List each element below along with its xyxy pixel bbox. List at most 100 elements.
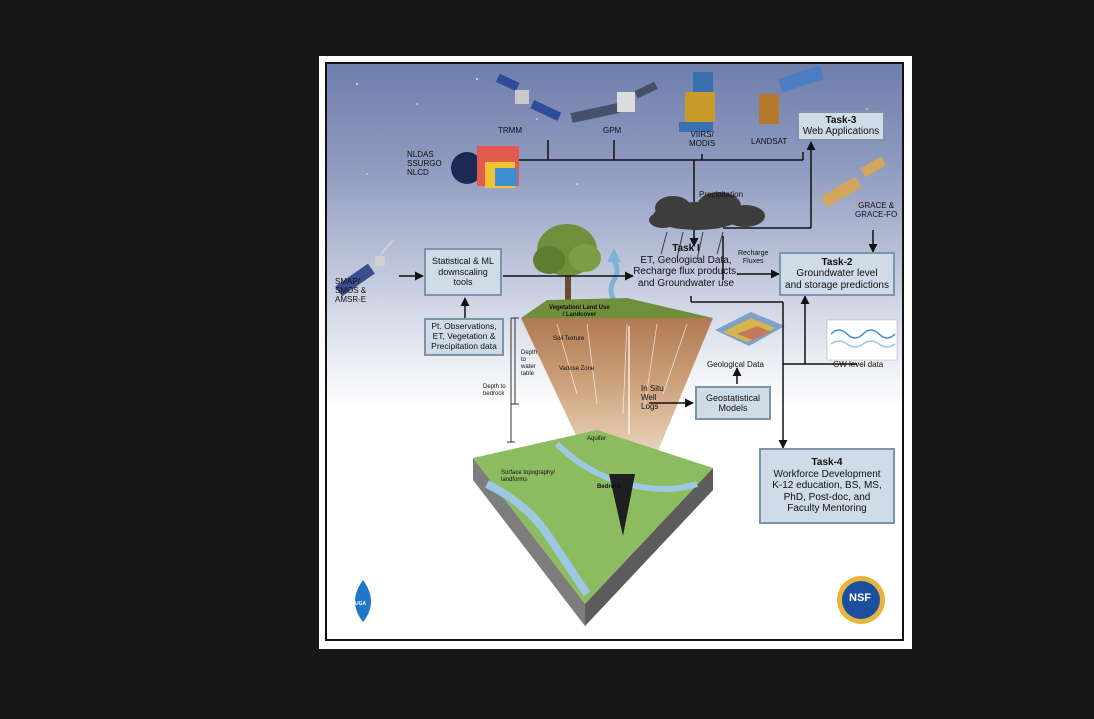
nlcd-line: NLCD: [407, 168, 429, 178]
bedrock-core: [609, 474, 635, 536]
geological-data-label: Geological Data: [707, 360, 764, 369]
vegetation-line: Vegetation/ Land Use: [549, 305, 610, 311]
task4-line: Faculty Mentoring: [787, 503, 867, 515]
depth-water-label: Depth to water table: [521, 350, 537, 378]
task2-line: Groundwater level: [796, 268, 878, 280]
task1-line: Recharge flux products,: [633, 266, 739, 277]
rain-lines: [660, 231, 724, 261]
grace-line: GRACE &: [858, 201, 895, 210]
task1-title: Task I: [672, 243, 700, 254]
precipitation-label: Precipitation: [699, 190, 744, 199]
landsat-label: LANDSAT: [751, 137, 788, 146]
depth-brackets: [507, 317, 519, 443]
grace-fo-line: GRACE-FO: [855, 210, 898, 220]
soil-roots: [556, 323, 688, 415]
vegetation-label: Vegetation/ Land Use / Landcover: [549, 305, 610, 319]
task4-box: Task-4 Workforce Development K-12 educat…: [759, 448, 895, 524]
terrain-side-left: [473, 458, 585, 626]
et-arrow-head: [607, 248, 621, 262]
landforms-line: landforms: [501, 476, 528, 483]
surface-line: Surface topography/: [501, 470, 556, 476]
gw-level-data-label: GW level data: [833, 360, 884, 369]
cloud-shape: [649, 192, 765, 230]
satellite-icon-landsat: [759, 65, 825, 124]
depth-water-line: Depth: [521, 350, 538, 356]
gw-level-chart: [826, 319, 898, 361]
task4-line: K-12 education, BS, MS,: [772, 480, 882, 492]
in-situ-line: Logs: [641, 402, 659, 412]
task4-title: Task-4: [811, 457, 843, 469]
et-wave-arrow: [608, 258, 620, 302]
tree-shape: [533, 224, 601, 312]
landcover-line: / Landcover: [562, 311, 597, 318]
diagram-panel: TRMM GPM VIIRS/ MODIS LANDSAT NLDAS SSUR…: [325, 62, 904, 641]
vegetation-layer: [521, 298, 713, 318]
flow-arrows: [399, 141, 878, 449]
gpm-label: GPM: [603, 126, 622, 135]
nldas-label: NLDAS SSURGO NLCD: [407, 150, 442, 178]
downscaling-box: Statistical & ML downscaling tools: [424, 248, 502, 296]
ssurgo-line: SSURGO: [407, 159, 442, 169]
task3-box: Task-3 Web Applications: [797, 111, 885, 141]
fluxes-line: Fluxes: [742, 258, 764, 266]
task3-title: Task-3: [825, 114, 857, 126]
downscaling-line: downscaling: [438, 266, 488, 277]
task4-line: PhD, Post-doc, and: [783, 491, 871, 503]
geostat-line: Models: [718, 403, 748, 413]
observations-line: Pt. Observations,: [431, 321, 497, 332]
nsf-logo: [837, 576, 885, 624]
depth-bedrock-label: Depth to bedrock: [483, 384, 506, 398]
depth-bedrock-line: Depth to: [483, 384, 506, 390]
observations-box: Pt. Observations, ET, Vegetation & Preci…: [424, 318, 504, 356]
task1-block: Task I ET, Geological Data, Recharge flu…: [625, 243, 747, 289]
geology-image: [715, 312, 785, 346]
soil-column: [521, 318, 713, 536]
depth-bedrock-line: bedrock: [483, 390, 505, 397]
figure-frame: TRMM GPM VIIRS/ MODIS LANDSAT NLDAS SSUR…: [319, 56, 912, 649]
diagram-graphics: [335, 65, 898, 626]
geostat-box: Geostatistical Models: [695, 386, 771, 420]
downscaling-line: Statistical & ML: [431, 256, 495, 267]
task1-line: and Groundwater use: [637, 277, 735, 289]
smos-line: SMOS &: [335, 286, 367, 296]
trmm-label: TRMM: [498, 126, 522, 135]
task2-title: Task-2: [821, 256, 853, 268]
depth-water-line: table: [521, 370, 535, 377]
geostat-line: Geostatistical: [705, 392, 761, 403]
smap-label: SMAP/ SMOS & AMSR-E: [335, 277, 366, 305]
smap-line: SMAP/: [335, 277, 360, 286]
satellite-icon-viirs: [679, 72, 715, 132]
depth-water-line: water: [521, 363, 536, 370]
downscaling-line: tools: [453, 277, 473, 288]
task2-line: and storage predictions: [785, 279, 889, 291]
viirs-label-line: VIIRS/: [690, 130, 714, 139]
viirs-label: VIIRS/ MODIS: [689, 130, 715, 148]
satellite-icon-grace: [820, 156, 886, 208]
grace-label: GRACE & GRACE-FO: [855, 201, 897, 219]
surface-label: Surface topography/ landforms: [501, 470, 555, 484]
vadose-zone-label: Vadose Zone: [559, 366, 595, 372]
recharge-line: Recharge: [738, 250, 769, 257]
task2-box: Task-2 Groundwater level and storage pre…: [779, 252, 895, 296]
observations-line: ET, Vegetation &: [432, 331, 496, 342]
task3-line: Web Applications: [802, 126, 880, 137]
aquifer-label: Aquifer: [587, 436, 607, 442]
nldas-line: NLDAS: [407, 150, 434, 159]
in-situ-label: In Situ Well Logs: [641, 384, 664, 412]
nldas-image: [451, 146, 519, 188]
terrain-river: [485, 480, 591, 597]
satellite-icon-trmm: [495, 73, 562, 121]
droplet-logo: [355, 580, 371, 622]
amsr-line: AMSR-E: [335, 295, 367, 305]
terrain-side-right: [585, 468, 713, 626]
soil-texture-label: Soil Texture: [553, 336, 585, 342]
bedrock-label: Bedrock: [597, 484, 622, 490]
in-situ-line: In Situ: [641, 384, 664, 393]
observations-line: Precipitation data: [431, 340, 497, 351]
satellite-icon-smap: [335, 239, 394, 297]
task1-line: ET, Geological Data,: [640, 254, 732, 266]
droplet-logo-text: UGA: [355, 601, 367, 607]
recharge-fluxes-label: Recharge Fluxes: [738, 250, 768, 266]
nsf-logo-text: NSF: [849, 592, 871, 604]
satellite-icon-gpm: [570, 81, 658, 123]
